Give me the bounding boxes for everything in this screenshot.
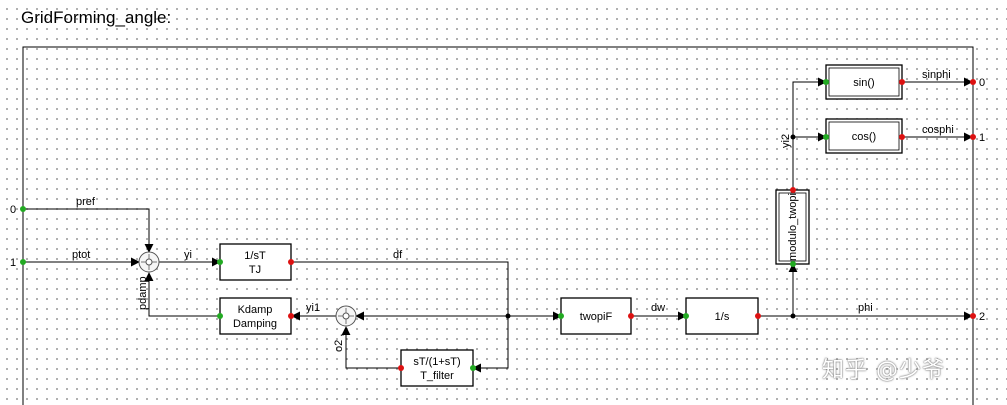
wire-df-filter: [472, 316, 509, 373]
signal-label-ptot: ptot: [72, 249, 90, 261]
wires: [23, 77, 973, 373]
output-port-number: 0: [979, 77, 985, 89]
subsystem-output-port[interactable]: [970, 134, 976, 140]
signal-label-yi: yi: [184, 249, 192, 261]
junction-dot: [505, 313, 511, 319]
block-damping-line1: Kdamp: [238, 304, 273, 316]
block-cos[interactable]: cos(): [825, 118, 903, 154]
subsystem-output-port[interactable]: [970, 313, 976, 319]
watermark-text: 知乎 @少爷: [822, 358, 945, 383]
port-in[interactable]: [683, 313, 689, 319]
wire-o2: [341, 326, 401, 369]
port-in[interactable]: [217, 313, 223, 319]
block-modulo-label: modulo_twopi: [787, 193, 799, 261]
block-sin-label: sin(): [853, 77, 874, 89]
signal-label-yi2: yi2: [780, 134, 792, 148]
port-in[interactable]: [790, 261, 796, 267]
block-filter[interactable]: sT/(1+sT) T_filter: [400, 349, 474, 387]
wire-df: [291, 261, 509, 316]
block-twopif[interactable]: twopiF: [560, 297, 632, 335]
signal-label-df: df: [393, 249, 403, 261]
signal-label-pdamp: pdamp: [137, 276, 149, 310]
signal-label-sinphi: sinphi: [922, 69, 951, 81]
block-integrator-s[interactable]: 1/s: [685, 297, 759, 335]
block-damping[interactable]: Kdamp Damping: [219, 297, 292, 335]
summer-1[interactable]: [138, 251, 160, 273]
signal-label-phi: phi: [858, 302, 873, 314]
input-port-number: 1: [10, 257, 16, 269]
port-in[interactable]: [470, 365, 476, 371]
block-integrator-s-label: 1/s: [715, 311, 730, 323]
port-out[interactable]: [790, 187, 796, 193]
port-in[interactable]: [823, 134, 829, 140]
port-out[interactable]: [899, 134, 905, 140]
port-out[interactable]: [628, 313, 634, 319]
subsystem-input-port[interactable]: [20, 206, 26, 212]
port-out[interactable]: [899, 79, 905, 85]
subsystem-frame: [22, 46, 974, 405]
block-integrator-tj[interactable]: 1/sT TJ: [219, 243, 292, 281]
port-in[interactable]: [823, 79, 829, 85]
port-in[interactable]: [558, 313, 564, 319]
ports: [20, 79, 976, 371]
block-integrator-tj-line2: TJ: [249, 264, 261, 276]
signal-label-yi1: yi1: [306, 302, 320, 314]
block-filter-line1: sT/(1+sT): [413, 356, 460, 368]
signal-label-dw: dw: [651, 302, 665, 314]
signal-label-cosphi: cosphi: [922, 124, 954, 136]
output-port-number: 1: [979, 132, 985, 144]
block-damping-line2: Damping: [233, 318, 277, 330]
block-sin[interactable]: sin(): [825, 64, 903, 100]
wire-pdamp: [144, 272, 220, 317]
block-cos-label: cos(): [852, 131, 876, 143]
summer-2[interactable]: [335, 305, 357, 327]
signal-label-o2: o2 ,: [333, 334, 345, 352]
input-port-number: 0: [10, 204, 16, 216]
port-out[interactable]: [398, 365, 404, 371]
wire-pref: [23, 208, 154, 253]
signal-label-pref: pref: [76, 196, 96, 208]
block-integrator-tj-line1: 1/sT: [244, 250, 266, 262]
subsystem-output-port[interactable]: [970, 79, 976, 85]
output-port-number: 2: [979, 311, 985, 323]
junction-dot: [790, 134, 796, 140]
junction-dot: [790, 313, 796, 319]
diagram-title: GridForming_angle:: [21, 8, 172, 27]
block-twopif-label: twopiF: [580, 311, 613, 323]
port-out[interactable]: [755, 313, 761, 319]
port-in[interactable]: [217, 259, 223, 265]
block-filter-line2: T_filter: [420, 370, 454, 382]
block-modulo[interactable]: modulo_twopi: [775, 189, 810, 265]
wire-yi2-sin: [792, 77, 827, 190]
subsystem-input-port[interactable]: [20, 259, 26, 265]
port-out[interactable]: [288, 313, 294, 319]
port-out[interactable]: [288, 259, 294, 265]
